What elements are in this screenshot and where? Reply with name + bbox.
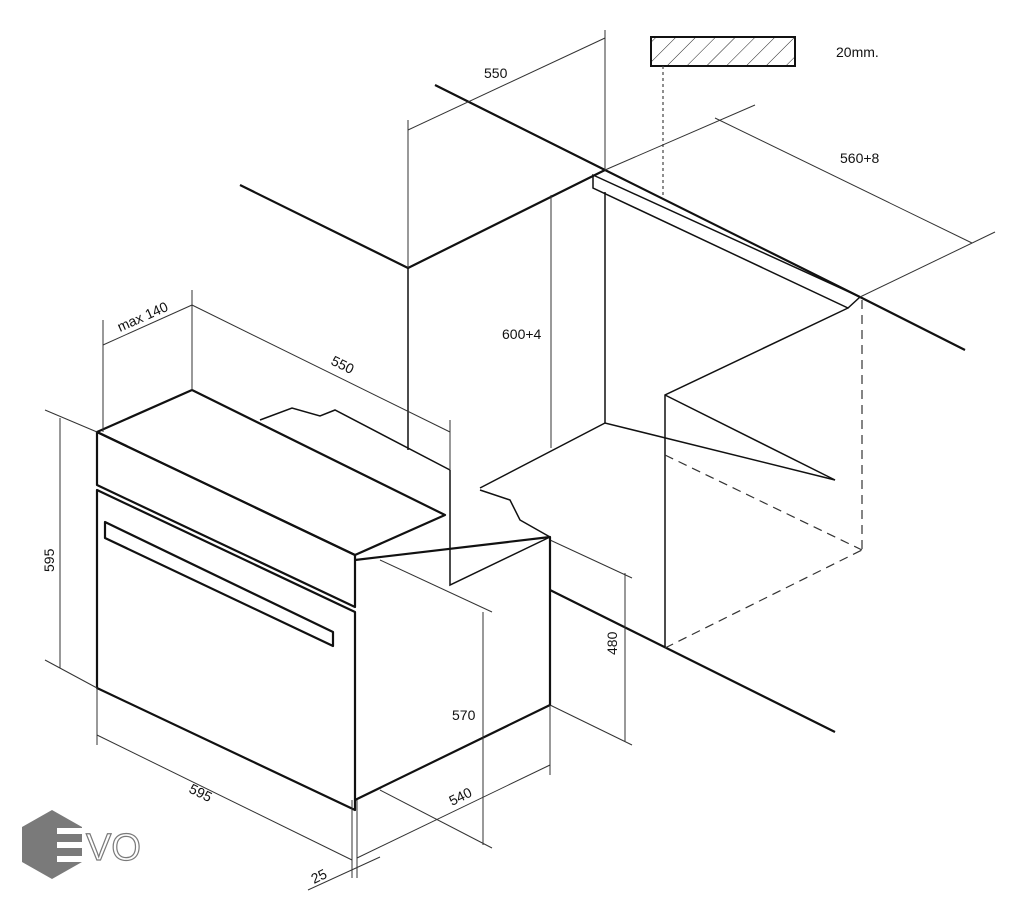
oven-dimensions: max 140 550 595 595 570 540 25 [41,290,551,891]
cabinet-depth-label: 550 [484,65,508,81]
front-thickness-label: 25 [308,865,329,886]
niche-width-label: 560+8 [840,150,880,166]
svg-text:VO: VO [86,827,141,869]
countertop-thickness-label: 20mm. [836,44,879,60]
oven-height-label: 595 [41,548,57,572]
oven-width-label: 595 [187,780,215,805]
evo-logo: VO [22,810,142,879]
oven [95,388,552,812]
oven-depth-label: 550 [329,352,357,377]
niche-height-label: 600+4 [502,326,542,342]
countertop-section: 20mm. [650,36,879,195]
max-gap-label: max 140 [115,298,171,335]
cabinet-dimensions: 550 560+8 600+4 480 [407,30,996,746]
body-height-label: 570 [452,707,476,723]
cabinet-niche [239,84,966,733]
base-height-label: 480 [604,631,620,655]
body-depth-label: 540 [446,784,474,809]
